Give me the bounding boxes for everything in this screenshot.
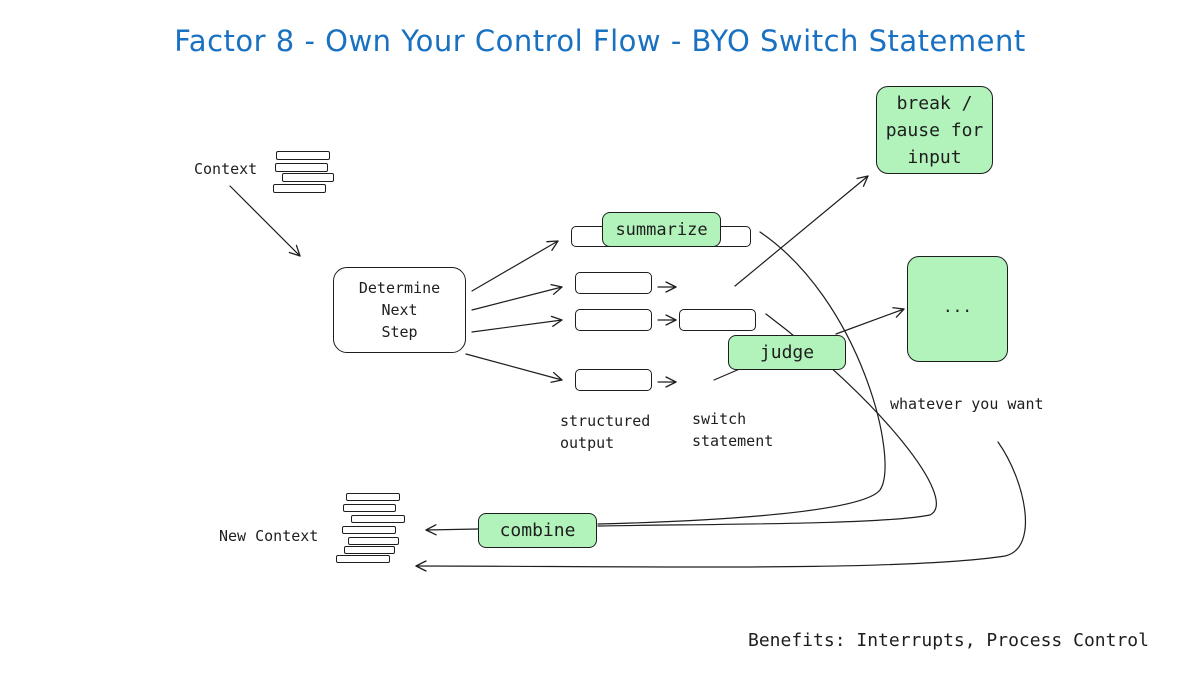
context-bar-4: [273, 184, 326, 193]
new-context-bar-7: [336, 555, 390, 563]
ellipsis-node: ...: [907, 256, 1008, 362]
switch-slot: [679, 309, 756, 331]
arrow-determine-to-slot-4: [465, 353, 563, 383]
break-pause-label: break / pause for input: [885, 92, 984, 168]
structured-output-slot-2: [575, 272, 652, 294]
context-bar-3: [282, 173, 334, 182]
new-context-bar-6: [344, 546, 395, 554]
determine-next-step-label: Determine Next Step: [358, 279, 441, 341]
arrow-determine-to-slot-3: [471, 315, 563, 333]
new-context-bar-5: [348, 537, 399, 545]
switch-statement-label: switch statement: [692, 410, 774, 450]
new-context-bar-2: [343, 504, 396, 512]
structured-output-slot-4: [575, 369, 652, 391]
new-context-bar-4: [342, 526, 396, 534]
structured-output-slot-3: [575, 309, 652, 331]
combine-label: combine: [499, 520, 576, 541]
combine-node: combine: [478, 513, 597, 548]
arrow-judge-loop: [597, 313, 937, 527]
diagram-title: Factor 8 - Own Your Control Flow - BYO S…: [174, 24, 1026, 58]
arrow-combine-to-new-context: [425, 524, 479, 536]
arrow-switch-to-break: [734, 175, 869, 287]
context-bar-2: [275, 163, 328, 172]
structured-output-label: structured output: [560, 412, 651, 452]
arrow-whatever-to-new-context: [415, 441, 1026, 572]
summarize-node: summarize: [602, 212, 721, 247]
determine-next-step-node: Determine Next Step: [333, 267, 466, 353]
whatever-you-want-label: whatever you want: [890, 395, 1044, 413]
ellipsis-label: ...: [943, 297, 972, 316]
judge-node: judge: [728, 335, 846, 370]
context-label: Context: [194, 160, 258, 178]
summarize-label: summarize: [615, 219, 708, 240]
arrow-context-to-determine: [229, 185, 301, 257]
judge-label: judge: [759, 342, 815, 363]
arrow-judge-to-ellipsis: [835, 307, 905, 335]
context-bar-1: [276, 151, 330, 160]
arrow-determine-to-slot-2: [471, 283, 563, 311]
benefits-footer: Benefits: Interrupts, Process Control: [748, 630, 1149, 651]
new-context-bar-3: [351, 515, 405, 523]
arrow-determine-to-summarize: [471, 240, 559, 292]
arrow-switch-to-judge: [713, 367, 743, 381]
new-context-bar-1: [346, 493, 400, 501]
new-context-label: New Context: [219, 527, 319, 545]
arrow-summarize-loop: [597, 231, 886, 525]
break-pause-node: break / pause for input: [876, 86, 993, 174]
